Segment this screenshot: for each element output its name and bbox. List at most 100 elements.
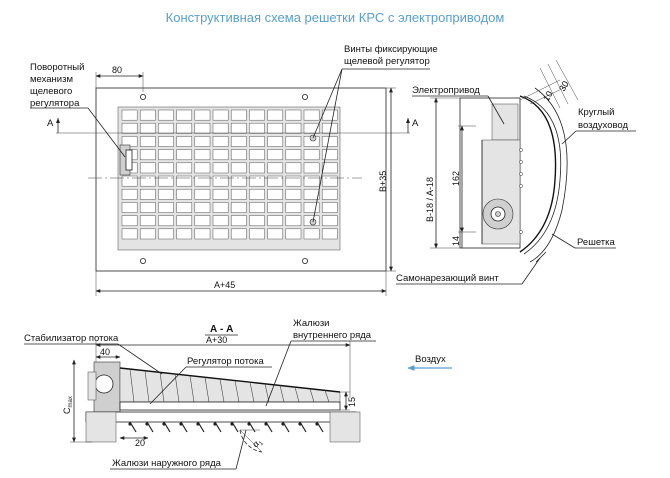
grille-cell <box>212 175 229 187</box>
grille-cell <box>303 122 320 134</box>
grille-cell <box>267 215 284 227</box>
angle-arc <box>239 429 263 453</box>
dim-10: 10 <box>541 89 555 103</box>
dim-80: 80 <box>112 65 122 75</box>
grille-cell <box>212 215 229 227</box>
grille-cell <box>249 175 265 187</box>
dim-b18: B-18 / A-18 <box>425 177 435 222</box>
dim-a30: A+30 <box>206 335 227 345</box>
mounting-hole <box>139 94 146 101</box>
grille-cell <box>176 202 193 213</box>
housing-hole <box>519 230 523 234</box>
grille-cell <box>194 215 211 227</box>
grille-cell <box>139 175 156 187</box>
grille-cells <box>121 109 338 240</box>
grille-cell <box>303 162 320 174</box>
grille-cell <box>249 122 265 134</box>
louver-pivot <box>162 422 166 426</box>
louver-pivot <box>128 422 132 426</box>
grille-cell <box>303 109 320 121</box>
grille-cell <box>230 188 247 200</box>
grille-cell <box>121 188 138 200</box>
grille-cell <box>321 228 338 240</box>
grille-cell <box>212 228 229 240</box>
grille-cell <box>267 149 284 161</box>
label-outer-louvers: Жалюзи наружного ряда <box>112 458 222 469</box>
grille-cell <box>285 149 302 161</box>
side-view: 10 30 Электропривод Круглый воздуховод Р… <box>396 59 636 285</box>
grille-cell <box>176 228 193 240</box>
grille-cell <box>176 109 193 121</box>
grille-cell <box>267 228 284 240</box>
grille-cell <box>285 122 302 134</box>
grille-cell <box>212 149 229 161</box>
label-flow-stabilizer: Стабилизатор потока <box>24 333 119 344</box>
grille-cell <box>285 215 302 227</box>
stabilizer-rib <box>159 372 165 403</box>
grille-cell <box>285 136 302 147</box>
grille-cell <box>194 188 211 200</box>
grille-cell <box>249 136 265 147</box>
grille-cell <box>139 162 156 174</box>
grille-cell <box>267 109 284 121</box>
grille-cell <box>194 136 211 147</box>
grille-cell <box>321 136 338 147</box>
grille-cell <box>249 162 265 174</box>
grille-cell <box>194 109 211 121</box>
grille-cell <box>267 162 284 174</box>
grille-cell <box>267 202 284 213</box>
grille-cell <box>249 202 265 213</box>
housing-hole <box>519 160 523 164</box>
dim-14: 14 <box>451 236 461 246</box>
grille-cell <box>303 228 320 240</box>
stabilizer-rib <box>204 377 210 403</box>
label-inner-louvers: Жалюзи внутреннего ряда <box>293 318 372 341</box>
grille-cell <box>321 188 338 200</box>
grille-cell <box>212 109 229 121</box>
grille-cell <box>321 202 338 213</box>
grille-cell <box>285 162 302 174</box>
grille-cell <box>230 149 247 161</box>
grille-cell <box>176 162 193 174</box>
grille-cell <box>176 188 193 200</box>
grille-cell <box>230 136 247 147</box>
round-duct <box>529 87 568 263</box>
label-air: Воздух <box>415 354 446 365</box>
grille-cell <box>158 136 174 147</box>
grille-cell <box>158 202 174 213</box>
louver-pivot <box>315 422 319 426</box>
housing-hole <box>519 172 523 176</box>
grille-cell <box>139 136 156 147</box>
grille-cell <box>139 149 156 161</box>
grille-cell <box>139 228 156 240</box>
stabilizer-rib <box>234 380 240 403</box>
grille-cell <box>158 215 174 227</box>
label-round-duct: Круглый воздуховод <box>578 107 628 131</box>
grille-cell <box>194 228 211 240</box>
stabilizer-rib <box>324 390 330 403</box>
grille-cell <box>121 109 138 121</box>
grille-cell <box>176 122 193 134</box>
stabilizer-rib <box>189 375 195 403</box>
grille-cell <box>249 149 265 161</box>
grille-cell <box>139 188 156 200</box>
grille-cell <box>121 175 138 187</box>
grille-cell <box>194 175 211 187</box>
stabilizer-rib <box>174 373 180 403</box>
grille-cell <box>139 202 156 213</box>
grille-cell <box>230 122 247 134</box>
dim-30: 30 <box>557 79 571 93</box>
stabilizer-ribs <box>129 369 330 403</box>
grille-cell <box>230 162 247 174</box>
label-fixing-screws: Винты фиксирующие щелевой регулятор <box>344 44 440 67</box>
grille-cell <box>158 162 174 174</box>
grille-cell <box>194 149 211 161</box>
grille-cell <box>158 228 174 240</box>
section-title: А - А <box>210 324 233 335</box>
diagram-title: Конструктивная схема решетки КРС с элект… <box>166 10 505 25</box>
grille-cell <box>121 122 138 134</box>
grille-cell <box>194 202 211 213</box>
grille-cell <box>121 228 138 240</box>
stabilizer-rib <box>279 385 285 403</box>
grille-cell <box>158 109 174 121</box>
